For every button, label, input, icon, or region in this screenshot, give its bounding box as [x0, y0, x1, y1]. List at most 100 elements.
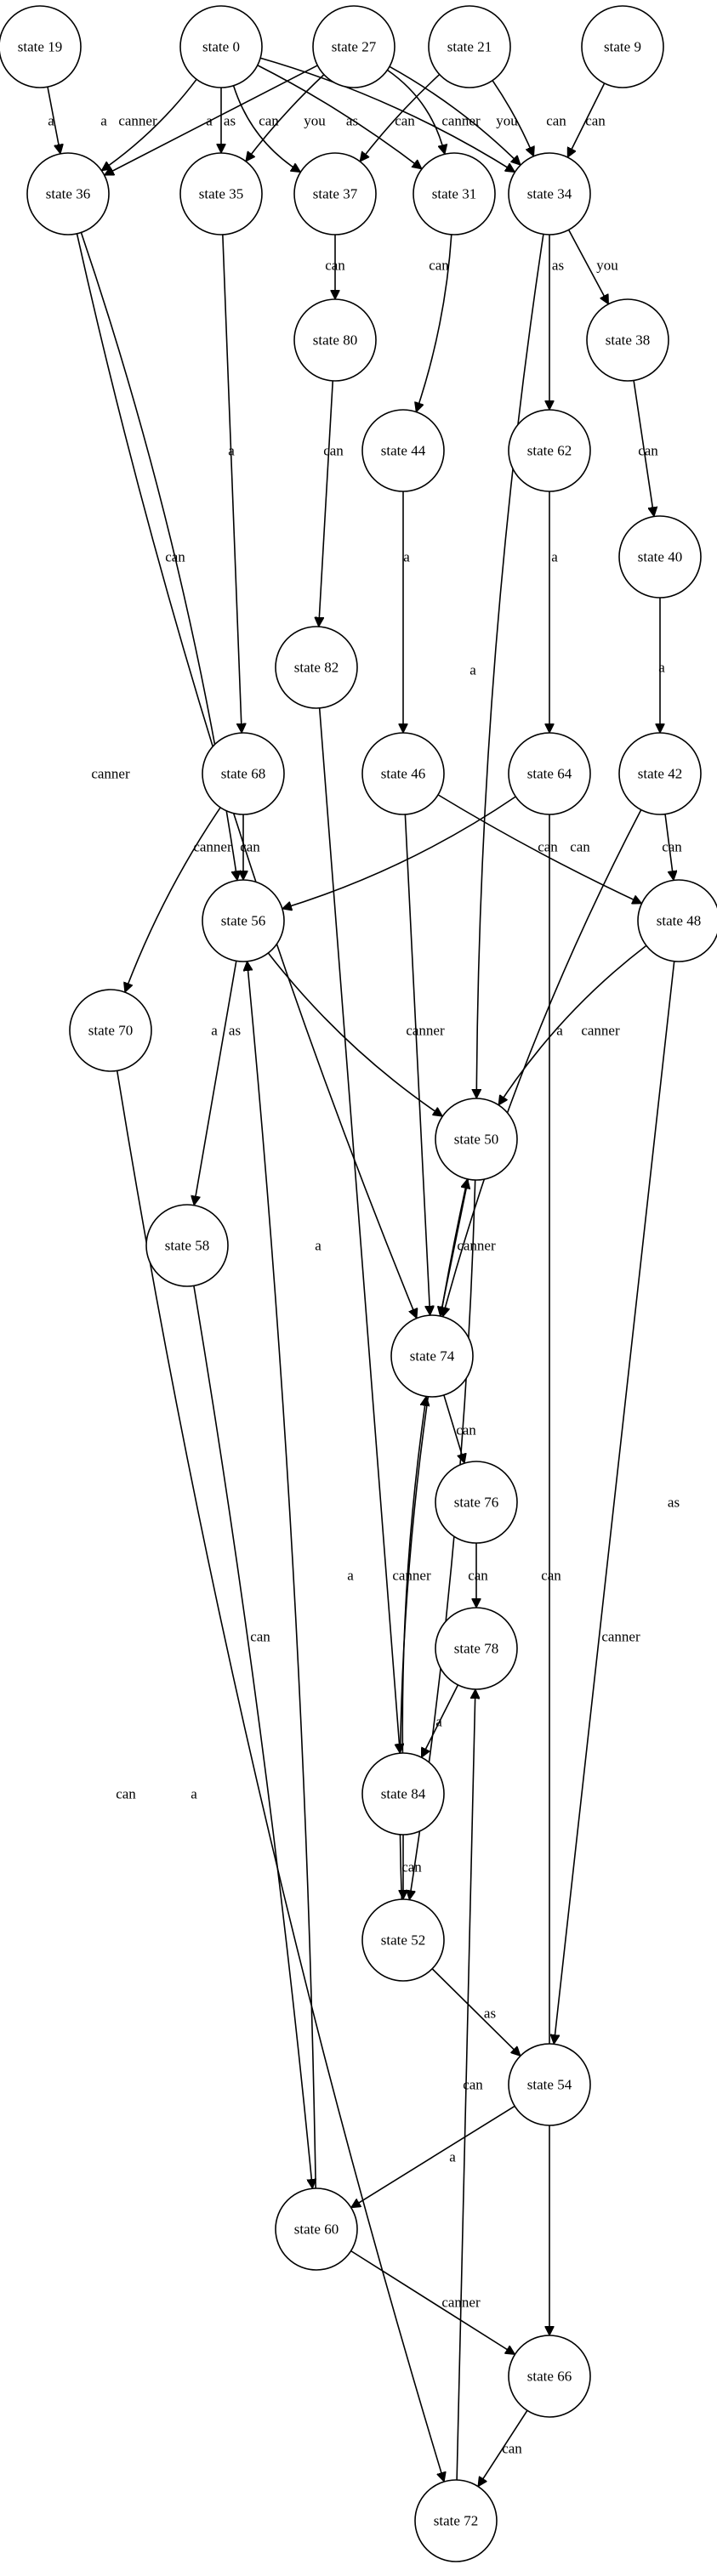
- state-label: state 36: [46, 186, 90, 202]
- transition-arrow-s58-to-s60: [193, 1285, 313, 2188]
- state-circle: [361, 732, 445, 815]
- transition-label-s52-to-s50: a: [347, 1568, 354, 1584]
- state-node-s36: state 36: [26, 152, 110, 235]
- transition-label-s37-to-s80: can: [325, 258, 345, 274]
- transition-arrow-s60-to-s56: [248, 962, 316, 2189]
- transition-label-s50-to-s52: can: [541, 1568, 561, 1584]
- transition-label-s0-to-s34: you: [304, 113, 326, 129]
- state-node-s42: state 42: [618, 732, 702, 815]
- state-node-s9: state 9: [581, 5, 664, 88]
- state-node-s40: state 40: [618, 515, 702, 599]
- state-node-s72: state 72: [414, 2479, 498, 2562]
- state-node-s82: state 82: [275, 626, 358, 709]
- state-node-s76: state 76: [435, 1461, 518, 1544]
- transition-label-s36-to-s74: canner: [91, 766, 130, 782]
- transition-label-s31-to-s44: can: [429, 258, 449, 274]
- state-label: state 21: [447, 39, 492, 55]
- transition-label-s70-to-s72: can: [116, 1786, 136, 1802]
- state-node-s35: state 35: [179, 152, 263, 235]
- state-circle: [312, 5, 395, 88]
- transition-arrow-s72-to-s78: [456, 1689, 475, 2481]
- transition-arrow-s21-to-s37: [360, 73, 441, 162]
- state-label: state 50: [454, 1132, 498, 1148]
- transition-arrow-s48-to-s54: [554, 961, 675, 2045]
- state-node-s60: state 60: [275, 2187, 358, 2271]
- transition-label-s66-to-s72: can: [502, 2441, 522, 2457]
- transition-label-s68-to-s56: can: [240, 839, 260, 855]
- state-node-s56: state 56: [202, 879, 285, 962]
- state-circle: [275, 626, 358, 709]
- transition-arrow-s56-to-s58: [194, 961, 237, 1205]
- transition-label-s76-to-s78: can: [468, 1568, 488, 1584]
- state-circle: [428, 5, 511, 88]
- transition-arrow-s9-to-s34: [566, 82, 606, 157]
- transition-arrow-s0-to-s34: [259, 57, 515, 173]
- transition-arrow-s27-to-s35: [246, 74, 325, 162]
- state-label: state 48: [657, 913, 701, 929]
- transition-label-s68-to-s70: canner: [193, 839, 232, 855]
- transition-label-s27-to-s35: as: [346, 113, 358, 129]
- transition-label-s62-to-s64: a: [551, 549, 558, 565]
- transition-arrow-s34-to-s50: [476, 234, 544, 1098]
- transition-arrow-s66-to-s72: [478, 2409, 528, 2486]
- transition-label-s19-to-s36: a: [48, 113, 54, 129]
- transition-label-s34-to-s50: a: [469, 662, 476, 678]
- state-node-s80: state 80: [293, 298, 377, 382]
- state-circle: [202, 879, 285, 962]
- transition-label-s52-to-s54: as: [484, 2006, 496, 2022]
- transition-label-s54-to-s60: a: [449, 2149, 456, 2165]
- state-label: state 82: [294, 660, 339, 676]
- transition-arrow-s0-to-s31: [257, 65, 422, 169]
- state-node-s78: state 78: [435, 1607, 518, 1690]
- state-label: state 84: [381, 1786, 426, 1802]
- transition-label-s60-to-s56: can: [250, 1629, 270, 1645]
- state-node-s31: state 31: [413, 152, 496, 235]
- state-node-s74: state 74: [390, 1314, 474, 1398]
- state-node-s37: state 37: [293, 152, 377, 235]
- transition-label-s38-to-s40: can: [638, 443, 658, 459]
- state-circle: [581, 5, 664, 88]
- state-circle: [0, 5, 82, 88]
- state-circle: [508, 409, 591, 492]
- state-node-s38: state 38: [586, 298, 669, 382]
- state-label: state 40: [638, 549, 682, 565]
- state-node-s21: state 21: [428, 5, 511, 88]
- state-label: state 68: [221, 766, 265, 782]
- state-circle: [618, 732, 702, 815]
- transition-label-s72-to-s78: can: [463, 2077, 483, 2093]
- transition-label-s78-to-s84: a: [435, 1714, 442, 1730]
- transition-arrow-s82-to-s84: [318, 707, 401, 1753]
- transition-label-s0-to-s31: can: [259, 113, 279, 129]
- transition-label-s50-to-s74: canner: [457, 1238, 496, 1254]
- state-node-s66: state 66: [508, 2335, 591, 2418]
- transition-arrow-s31-to-s44: [416, 234, 452, 412]
- transition-arrow-s46-to-s48: [437, 794, 641, 904]
- state-label: state 0: [202, 39, 240, 55]
- state-label: state 31: [432, 186, 476, 202]
- transition-label-s46-to-s48: can: [538, 839, 558, 855]
- state-node-s19: state 19: [0, 5, 82, 88]
- state-circle: [69, 989, 152, 1072]
- state-circle: [618, 515, 702, 599]
- state-circle: [26, 152, 110, 235]
- transition-arrow-s80-to-s82: [319, 380, 334, 627]
- transition-arrow-s74-to-s76: [443, 1394, 464, 1463]
- state-node-s27: state 27: [312, 5, 395, 88]
- state-label: state 54: [527, 2077, 572, 2093]
- state-node-s54: state 54: [508, 2043, 591, 2126]
- transition-label-s35-to-s68: a: [228, 443, 235, 459]
- state-circle: [361, 409, 445, 492]
- state-circle: [637, 879, 717, 962]
- transition-arrow-s56-to-s50: [267, 952, 442, 1116]
- state-label: state 58: [165, 1238, 209, 1254]
- state-label: state 34: [527, 186, 572, 202]
- transition-arrow-s19-to-s36: [47, 87, 60, 154]
- transition-label-s27-to-s34: can: [395, 113, 415, 129]
- state-label: state 62: [527, 443, 572, 459]
- transition-arrow-s64-to-s56: [282, 796, 516, 909]
- transition-label-s60-to-s66: canner: [441, 2295, 481, 2311]
- transition-label-s21-to-s34: can: [546, 113, 566, 129]
- state-node-s0: state 0: [179, 5, 263, 88]
- transition-arrow-s34-to-s38: [567, 229, 610, 304]
- transition-label-s42-to-s48: can: [662, 839, 682, 855]
